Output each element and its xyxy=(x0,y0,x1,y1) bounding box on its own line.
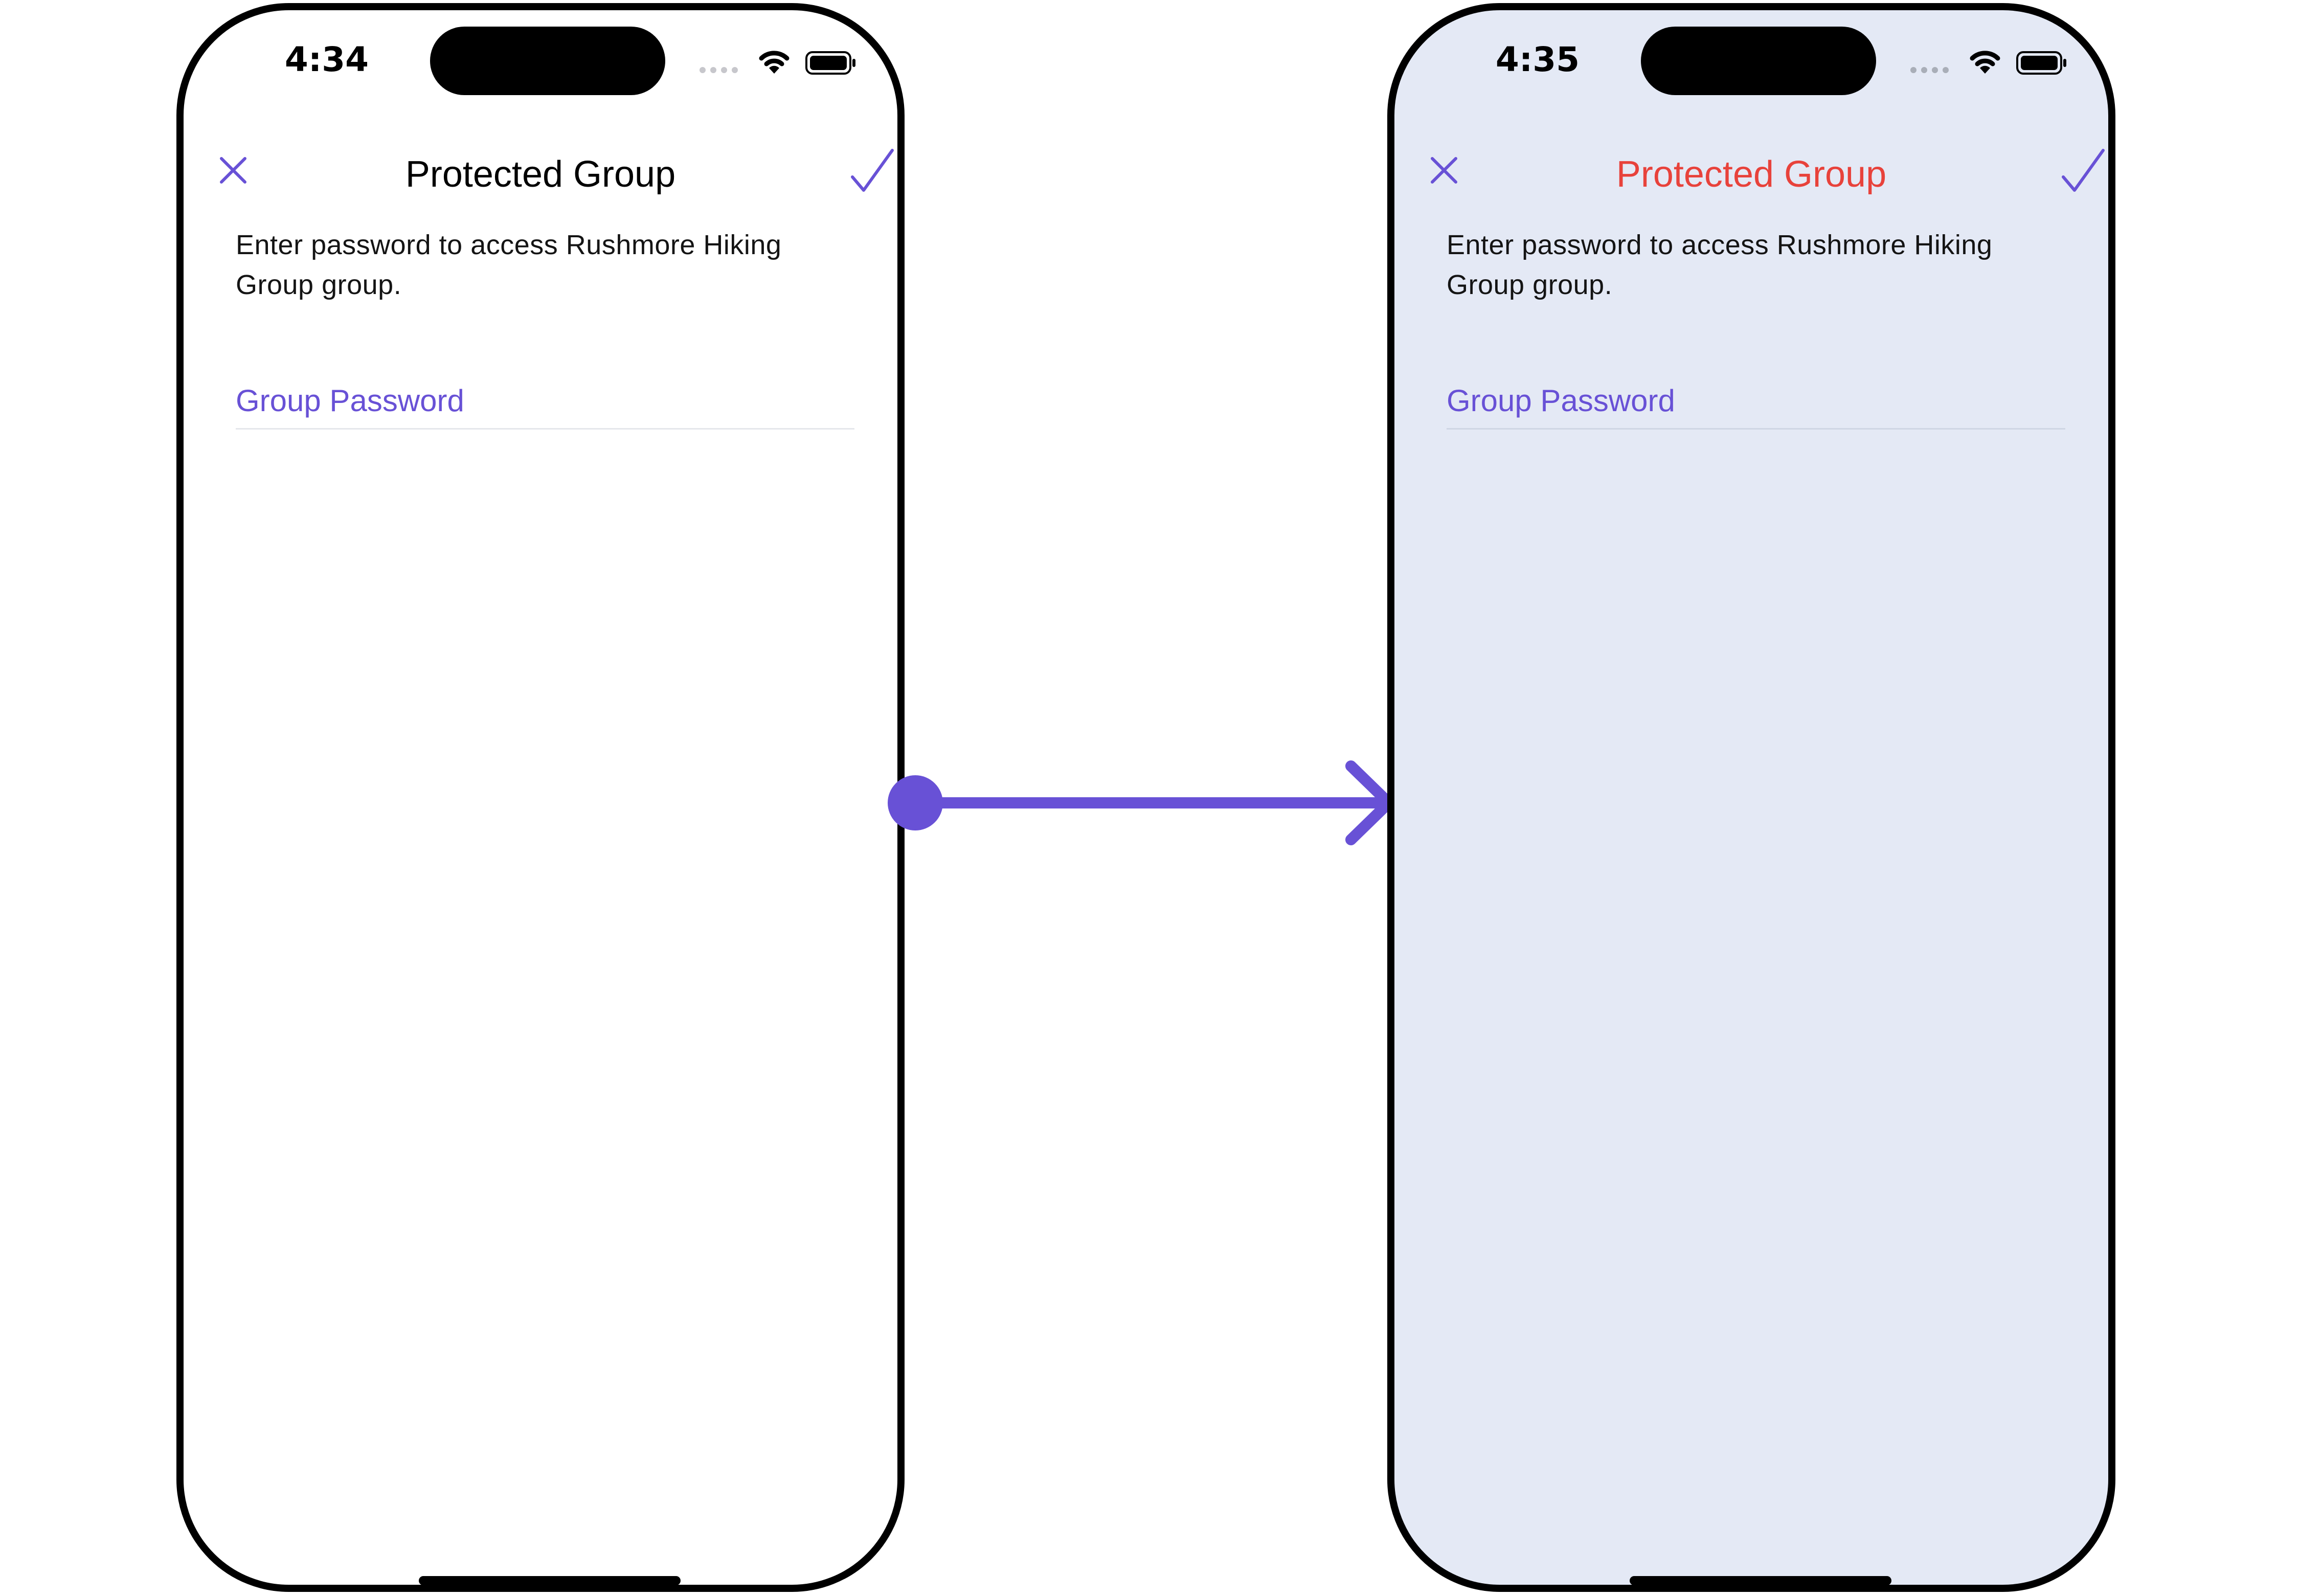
password-prompt-text: Enter password to access Rushmore Hiking… xyxy=(1447,230,1993,300)
group-password-input[interactable] xyxy=(1447,373,2065,430)
battery-icon xyxy=(2016,51,2066,75)
checkmark-icon[interactable] xyxy=(2059,147,2106,194)
home-indicator xyxy=(1630,1576,1891,1585)
dynamic-island xyxy=(430,27,665,95)
close-icon[interactable] xyxy=(1426,152,1462,188)
group-password-input[interactable] xyxy=(236,373,854,430)
page-title: Protected Group xyxy=(405,154,676,195)
page-title: Protected Group xyxy=(1616,154,1887,195)
battery-icon xyxy=(805,51,855,75)
checkmark-icon[interactable] xyxy=(848,147,895,194)
status-time: 4:35 xyxy=(1495,40,1580,79)
close-icon[interactable] xyxy=(215,152,251,188)
phone-screen-default: 4:34 Protected Group Enter password to a… xyxy=(176,3,905,1592)
dynamic-island xyxy=(1641,27,1876,95)
home-indicator xyxy=(419,1576,681,1585)
status-time: 4:34 xyxy=(284,40,369,79)
cellular-signal-icon xyxy=(1910,67,1949,73)
phone-screen-custom: 4:35 Protected Group Enter password to a… xyxy=(1387,3,2115,1592)
cellular-signal-icon xyxy=(700,67,738,73)
password-prompt-text: Enter password to access Rushmore Hiking… xyxy=(236,230,782,300)
wifi-icon xyxy=(759,51,790,74)
transition-arrow xyxy=(888,760,1394,845)
wifi-icon xyxy=(1970,51,2000,74)
